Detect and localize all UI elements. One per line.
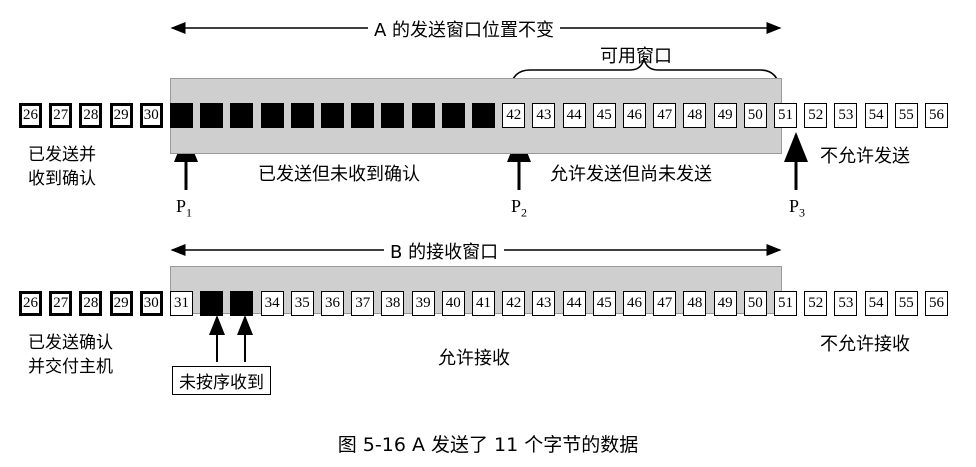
byte-cell-not-allowed: 53 (834, 291, 858, 316)
byte-cell-allowed: 47 (653, 291, 677, 316)
byte-cell-delivered: 26 (19, 291, 42, 316)
byte-cell-delivered: 28 (79, 291, 103, 316)
byte-cell-sent-unacked (351, 103, 375, 128)
byte-cell-not-allowed: 52 (804, 291, 828, 316)
byte-cell-not-allowed: 54 (864, 103, 888, 128)
byte-cell-sent-unacked (411, 103, 435, 128)
byte-cell-sent-unacked (170, 103, 193, 128)
byte-cell-usable: 45 (592, 103, 616, 128)
byte-cell-usable: 44 (562, 103, 586, 128)
byte-cell-allowed: 43 (532, 291, 556, 316)
byte-cell-sent-acked: 29 (109, 103, 133, 128)
not-allowed-receive-label: 不允许接收 (820, 334, 910, 355)
byte-cell-out-of-order (230, 291, 254, 316)
not-allowed-send-label: 不允许发送 (820, 146, 910, 167)
byte-cell-allowed: 37 (351, 291, 375, 316)
byte-cell-allowed: 41 (472, 291, 495, 316)
byte-cell-allowed: 49 (713, 291, 737, 316)
byte-cell-not-allowed: 55 (894, 103, 918, 128)
byte-cell-delivered: 29 (109, 291, 133, 316)
sender-acked-label-2: 收到确认 (28, 169, 96, 189)
byte-cell-usable: 48 (683, 103, 707, 128)
byte-cell-usable: 50 (743, 103, 767, 128)
sender-acked-label-1: 已发送并 (28, 145, 96, 165)
receiver-acked-label-2: 并交付主机 (28, 357, 113, 377)
byte-cell-sent-unacked (441, 103, 465, 128)
byte-cell-sent-acked: 26 (19, 103, 42, 128)
byte-cell-usable: 43 (532, 103, 556, 128)
pointer-p1: P1 (176, 196, 193, 220)
usable-window-brace (509, 57, 781, 91)
byte-cell-delivered: 27 (49, 291, 73, 316)
byte-cell-delivered: 30 (139, 291, 163, 316)
byte-cell-allowed: 39 (411, 291, 435, 316)
allowed-unsent-label: 允许发送但尚未发送 (550, 164, 712, 185)
byte-cell-usable: 42 (502, 103, 526, 128)
out-of-order-label: 未按序收到 (172, 366, 271, 395)
byte-cell-expected: 31 (170, 291, 193, 316)
byte-cell-allowed: 36 (321, 291, 344, 316)
byte-cell-not-allowed: 53 (834, 103, 858, 128)
byte-cell-allowed: 44 (562, 291, 586, 316)
byte-cell-sent-unacked (260, 103, 284, 128)
byte-cell-usable: 46 (623, 103, 646, 128)
byte-cell-sent-acked: 28 (79, 103, 103, 128)
sender-window-title: A 的发送窗口位置不变 (368, 16, 561, 42)
byte-cell-allowed: 48 (683, 291, 707, 316)
byte-cell-allowed: 34 (260, 291, 284, 316)
pointer-p2: P2 (511, 196, 528, 220)
byte-cell-not-allowed: 52 (804, 103, 828, 128)
byte-cell-sent-acked: 27 (49, 103, 73, 128)
byte-cell-sent-unacked (290, 103, 314, 128)
pointer-p3: P3 (789, 196, 806, 220)
receiver-acked-label-1: 已发送确认 (28, 333, 113, 353)
figure-caption: 图 5-16 A 发送了 11 个字节的数据 (337, 434, 639, 456)
byte-cell-usable: 49 (713, 103, 737, 128)
byte-cell-not-allowed: 51 (774, 103, 797, 128)
byte-cell-usable: 47 (653, 103, 677, 128)
byte-cell-sent-unacked (230, 103, 254, 128)
byte-cell-not-allowed: 55 (894, 291, 918, 316)
byte-cell-allowed: 50 (743, 291, 767, 316)
byte-cell-not-allowed: 51 (774, 291, 797, 316)
byte-cell-allowed: 35 (290, 291, 314, 316)
byte-cell-allowed: 45 (592, 291, 616, 316)
byte-cell-out-of-order (200, 291, 224, 316)
byte-cell-allowed: 38 (381, 291, 405, 316)
byte-cell-allowed: 46 (623, 291, 646, 316)
byte-cell-not-allowed: 56 (925, 103, 948, 128)
byte-cell-sent-unacked (381, 103, 405, 128)
byte-cell-allowed: 42 (502, 291, 526, 316)
byte-cell-allowed: 40 (441, 291, 465, 316)
byte-cell-sent-unacked (472, 103, 495, 128)
byte-cell-sent-acked: 30 (139, 103, 163, 128)
byte-cell-not-allowed: 56 (925, 291, 948, 316)
byte-cell-sent-unacked (200, 103, 224, 128)
byte-cell-sent-unacked (321, 103, 344, 128)
allowed-receive-label: 允许接收 (438, 348, 510, 369)
usable-window-label: 可用窗口 (600, 46, 672, 67)
receiver-window-title: B 的接收窗口 (384, 238, 505, 264)
byte-cell-not-allowed: 54 (864, 291, 888, 316)
sent-unacked-label: 已发送但未收到确认 (258, 164, 420, 185)
